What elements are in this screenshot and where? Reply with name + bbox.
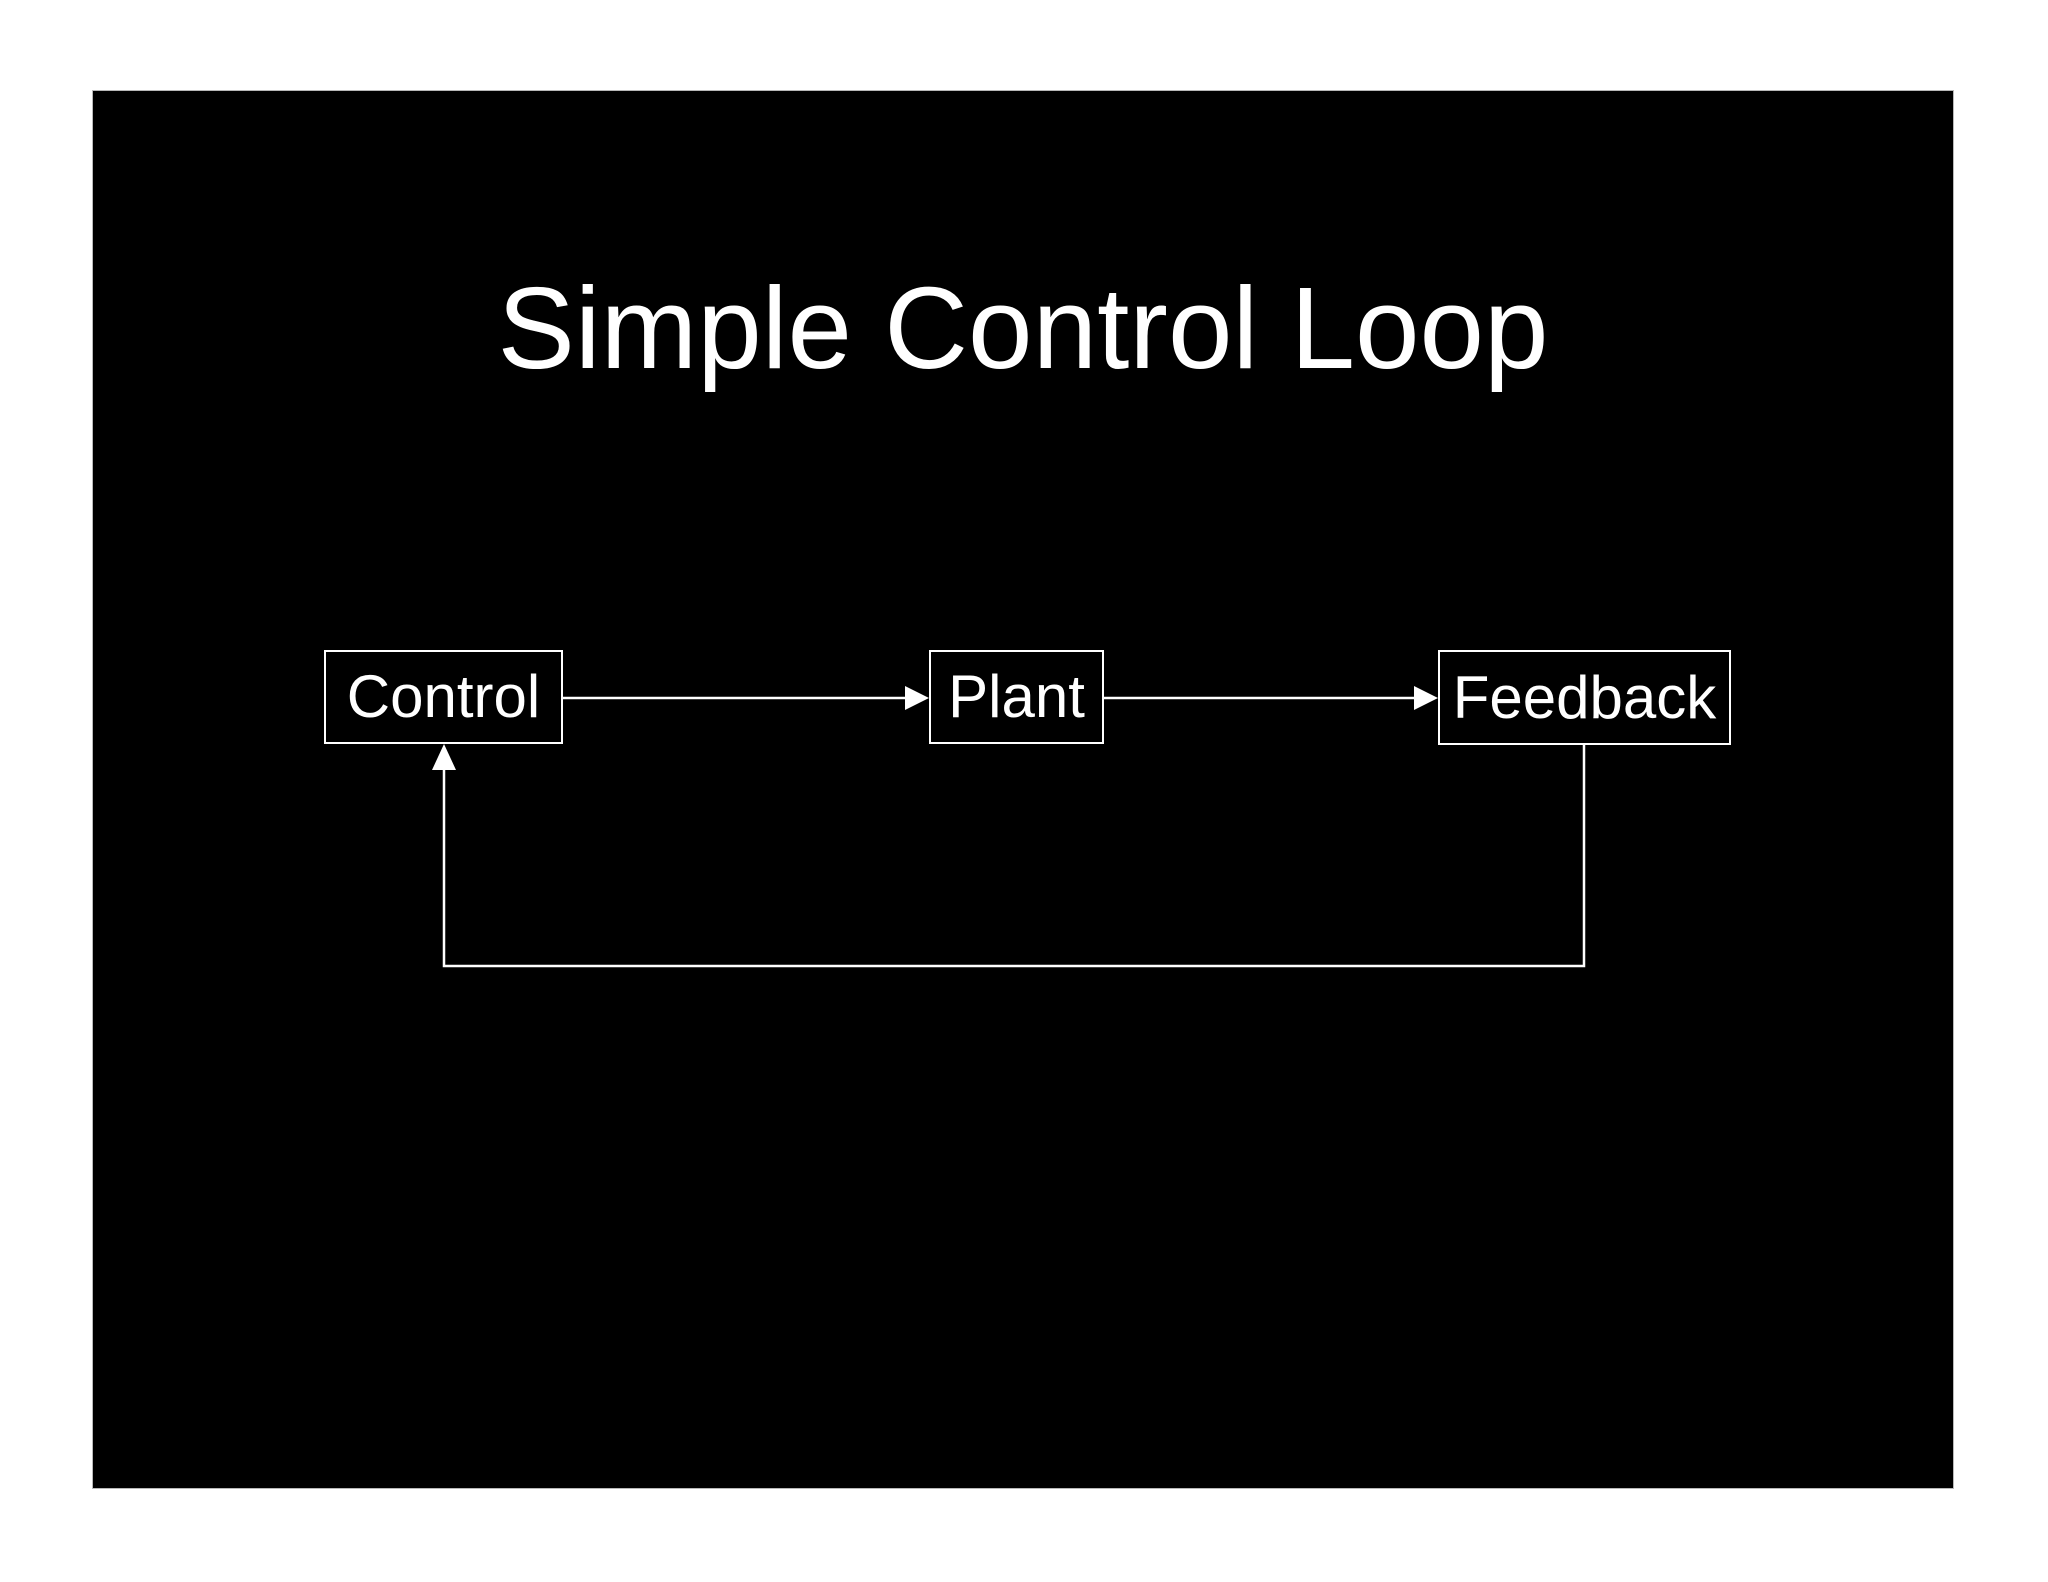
slide-title: Simple Control Loop (497, 263, 1549, 393)
node-control: Control (324, 650, 563, 744)
arrowhead-into-control-icon (432, 744, 456, 770)
node-feedback-label: Feedback (1452, 663, 1717, 731)
node-feedback: Feedback (1438, 650, 1731, 745)
arrowhead-into-plant-icon (905, 686, 929, 710)
node-plant: Plant (929, 650, 1104, 744)
slide: Simple Control Loop Control Plant Feedba… (92, 90, 1954, 1489)
node-control-label: Control (346, 663, 541, 730)
edge-feedback-to-control (442, 745, 1586, 968)
node-plant-label: Plant (948, 663, 1085, 730)
arrowhead-into-feedback-icon (1414, 686, 1438, 710)
